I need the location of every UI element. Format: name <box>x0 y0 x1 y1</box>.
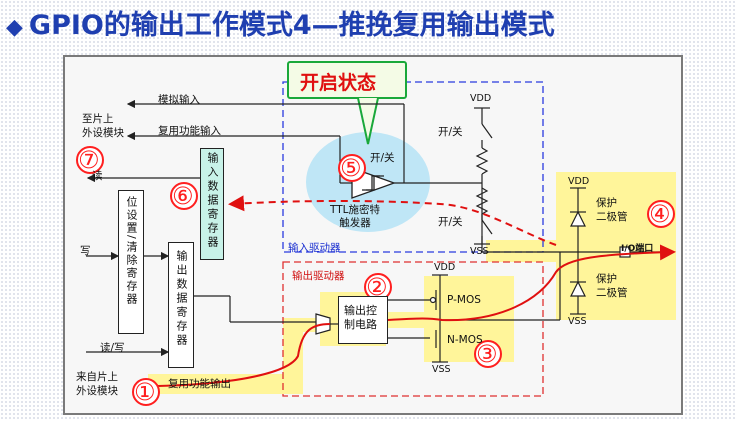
input-data-register <box>200 148 224 260</box>
analog-input-label: 模拟输入 <box>158 94 200 106</box>
on-off-pullup-label: 开/关 <box>438 126 463 138</box>
input-driver-region <box>282 81 544 253</box>
pullup-vdd-label: VDD <box>470 93 492 104</box>
pmos-label: P-MOS <box>447 294 481 306</box>
step-3: ③ <box>476 340 498 368</box>
read-label: 读 <box>92 170 103 182</box>
readback-path <box>228 195 557 246</box>
write-label: 写 <box>80 245 91 257</box>
step-7: ⑦ <box>78 146 100 174</box>
step-7-circle <box>76 146 104 174</box>
step-4-circle <box>647 200 675 228</box>
from-onchip-peripheral-label: 来自片上 外设模块 <box>76 371 118 397</box>
af-input-label: 复用功能输入 <box>158 125 221 137</box>
diode-top-vdd-label: VDD <box>568 176 590 187</box>
on-off-pulldown-label: 开/关 <box>438 216 463 228</box>
step-6-circle <box>170 182 198 210</box>
step-2: ② <box>366 273 388 301</box>
protect-diode-top-label: 保护 二极管 <box>596 197 628 223</box>
step-6: ⑥ <box>172 182 194 210</box>
signal-path-2 <box>387 244 676 322</box>
page-title: ◆GPIO的输出工作模式4—推挽复用输出模式 <box>6 6 555 46</box>
on-off-ttl-label: 开/关 <box>370 152 395 164</box>
read-write-label: 读/写 <box>100 342 125 354</box>
step-1-circle <box>132 378 160 406</box>
callout-text: 开启状态 <box>300 72 377 94</box>
title-text: GPIO的输出工作模式4—推挽复用输出模式 <box>28 10 555 41</box>
to-onchip-peripheral-label: 至片上 外设模块 <box>82 113 124 139</box>
diode-bottom-vss-label: VSS <box>568 316 587 327</box>
output-driver-region <box>282 261 544 397</box>
input-driver-label: 输入驱动器 <box>288 242 341 254</box>
signal-path <box>157 323 331 387</box>
step-1: ① <box>134 378 156 406</box>
step-5: ⑤ <box>340 154 362 182</box>
callout-box <box>287 61 407 99</box>
output-data-register-label: 输出数据寄存器 <box>175 250 188 348</box>
output-driver-label: 输出驱动器 <box>292 270 345 282</box>
callout-pointer <box>357 97 379 145</box>
pmos-vdd-label: VDD <box>434 262 456 273</box>
step-3-circle <box>474 340 502 368</box>
ttl-schmitt-label: TTL施密特 触发器 <box>330 204 380 229</box>
input-data-register-label: 输入数据寄存器 <box>206 152 219 250</box>
output-control-circuit-label: 输出控 制电路 <box>344 304 377 331</box>
bit-set-clear-register-label: 位设置/清除寄存器 <box>125 196 138 306</box>
diamond-bullet-icon: ◆ <box>6 15 23 40</box>
af-output-label: 复用功能输出 <box>168 378 231 390</box>
io-pin-label: I/O端口 <box>621 244 654 254</box>
nmos-vss-label: VSS <box>432 364 451 375</box>
pulldown-vss-label: VSS <box>470 246 489 257</box>
step-5-circle <box>338 154 366 182</box>
bit-set-clear-register <box>118 190 144 334</box>
nmos-label: N-MOS <box>447 334 483 346</box>
output-control-circuit <box>338 296 388 344</box>
output-data-register <box>168 242 194 368</box>
step-4: ④ <box>649 200 671 228</box>
protect-diode-bottom-label: 保护 二极管 <box>596 273 628 299</box>
